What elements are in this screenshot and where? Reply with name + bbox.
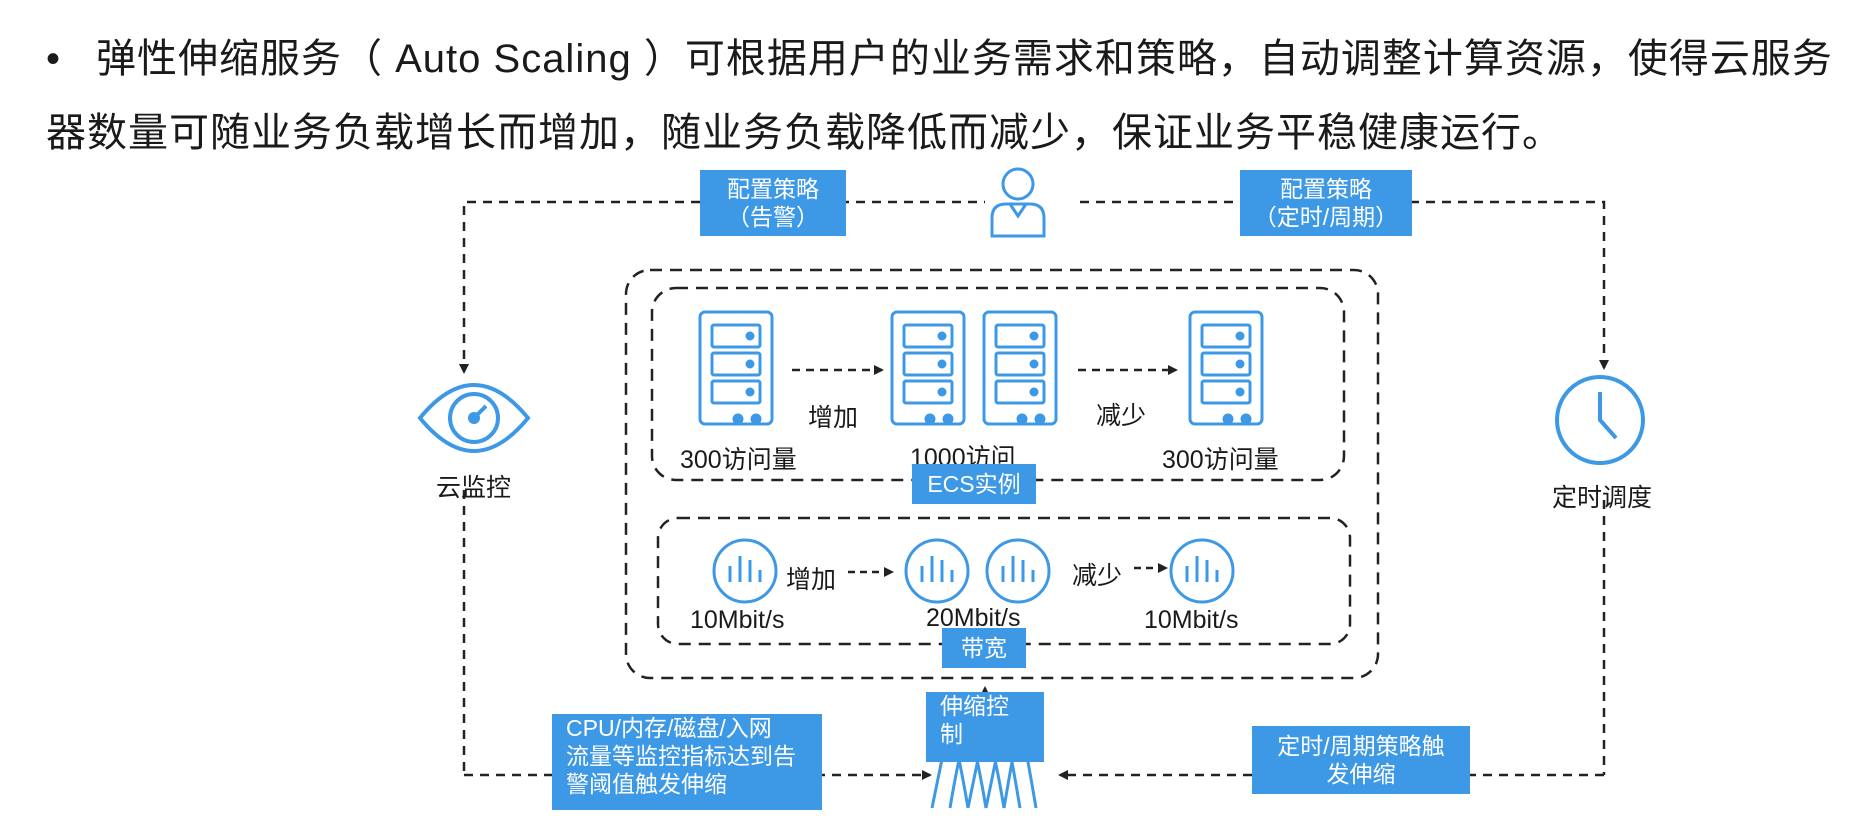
- bandwidth-icon-left: [712, 538, 778, 604]
- monitor-trigger-line1: CPU/内存/磁盘/入网: [566, 715, 772, 741]
- cloud-monitor-label: 云监控: [436, 474, 512, 502]
- bandwidth-icon-right: [1169, 538, 1235, 604]
- outer-container: [624, 268, 1380, 680]
- ecs-left-label: 300访问量: [680, 446, 797, 474]
- bullet: •: [46, 37, 62, 81]
- ecs-increase-label: 增加: [808, 404, 859, 432]
- ecs-decrease-label: 减少: [1096, 402, 1147, 430]
- policy-timer-line2: （定时/周期）: [1253, 204, 1399, 230]
- monitor-trigger-line2: 流量等监控指标达到告: [566, 743, 796, 769]
- bandwidth-icon-middle-1: [904, 538, 970, 604]
- timer-trigger-line1: 定时/周期策略触: [1277, 733, 1445, 759]
- intro-line-2: 器数量可随业务负载增长而增加，随业务负载降低而减少，保证业务平稳健康运行。: [46, 111, 1563, 155]
- ecs-right-label: 300访问量: [1162, 446, 1279, 474]
- bandwidth-arrows: [848, 563, 1168, 577]
- scaling-control-line2: 制: [940, 721, 963, 747]
- bandwidth-increase-label: 增加: [786, 566, 837, 594]
- monitor-trigger-line3: 警阈值触发伸缩: [566, 771, 727, 797]
- bandwidth-decrease-label: 减少: [1072, 562, 1123, 590]
- server-icon-middle-2: [982, 310, 1058, 426]
- bandwidth-icon-middle-2: [985, 538, 1051, 604]
- ecs-tag: ECS实例: [912, 464, 1036, 504]
- policy-timer-line1: 配置策略: [1280, 176, 1372, 202]
- policy-timer-box: 配置策略 （定时/周期）: [1240, 170, 1412, 236]
- policy-alarm-line2: （告警）: [727, 204, 819, 230]
- intro-line-1: 弹性伸缩服务（ Auto Scaling ）可根据用户的业务需求和策略，自动调整…: [96, 37, 1833, 81]
- timer-trigger-box: 定时/周期策略触 发伸缩: [1252, 726, 1470, 794]
- bandwidth-middle-label: 20Mbit/s: [926, 604, 1021, 632]
- scheduler-label: 定时调度: [1552, 484, 1653, 512]
- bandwidth-right-label: 10Mbit/s: [1144, 606, 1239, 634]
- scaling-control-line1: 伸缩控: [940, 693, 1009, 719]
- timer-trigger-line2: 发伸缩: [1326, 761, 1396, 787]
- server-icon-left: [698, 310, 774, 426]
- policy-alarm-line1: 配置策略: [727, 176, 819, 202]
- clock-icon: [1555, 375, 1645, 465]
- monitor-trigger-box: CPU/内存/磁盘/入网 流量等监控指标达到告 警阈值触发伸缩: [552, 714, 822, 810]
- scaling-control-box: 伸缩控 制: [926, 692, 1044, 762]
- bandwidth-tag: 带宽: [942, 628, 1026, 668]
- policy-alarm-box: 配置策略 （告警）: [700, 170, 846, 236]
- eye-icon: [417, 383, 531, 453]
- server-icon-middle-1: [890, 310, 966, 426]
- user-icon: [990, 167, 1046, 238]
- server-icon-right: [1188, 310, 1264, 426]
- bandwidth-left-label: 10Mbit/s: [690, 606, 785, 634]
